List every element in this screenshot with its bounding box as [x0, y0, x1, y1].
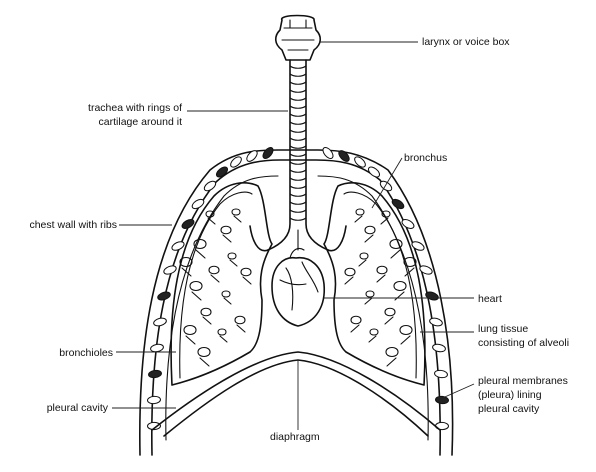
trachea	[268, 60, 328, 250]
rib	[261, 146, 275, 161]
bronchiole	[377, 266, 387, 282]
label-bronchus: bronchus	[404, 152, 447, 164]
rib	[321, 146, 335, 161]
bronchiole	[241, 268, 251, 284]
rib	[429, 317, 443, 327]
label-heart: heart	[478, 293, 502, 305]
label-bronchioles: bronchioles	[59, 347, 113, 359]
label-chest-wall: chest wall with ribs	[29, 219, 117, 231]
cartilage-ring	[290, 98, 306, 100]
bronchi	[250, 226, 346, 251]
bronchiole	[355, 209, 364, 222]
cartilage-ring	[290, 90, 306, 92]
bronchiole	[365, 291, 374, 304]
cartilage-ring	[290, 186, 306, 188]
cartilage-ring	[290, 74, 306, 76]
rib	[171, 240, 186, 252]
rib	[434, 370, 448, 379]
rib	[425, 291, 440, 302]
chest-wall	[140, 146, 453, 455]
rib	[147, 396, 161, 404]
cartilage-ring	[290, 114, 306, 116]
right-lung	[324, 183, 425, 385]
cartilage-ring	[290, 138, 306, 140]
bronchiole	[221, 226, 231, 242]
label-larynx: larynx or voice box	[422, 36, 510, 48]
bronchiole	[386, 348, 398, 367]
bronchiole	[365, 226, 375, 242]
diaphragm-shape	[152, 352, 440, 436]
bronchiole	[228, 253, 237, 266]
bronchiole	[190, 282, 202, 301]
bronchiole	[351, 316, 361, 332]
label-trachea-line1: trachea with rings of	[88, 102, 182, 114]
bronchiole	[198, 348, 210, 367]
bronchiole	[232, 209, 241, 222]
cartilage-ring	[290, 210, 306, 212]
cartilage-ring	[290, 178, 306, 180]
cartilage-ring	[290, 146, 306, 148]
leader-lines	[112, 42, 474, 430]
label-pleural-membranes-line2: (pleura) lining	[478, 389, 542, 401]
ribs-right	[321, 146, 449, 430]
label-lung-tissue-line2: consisting of alveoli	[478, 337, 569, 349]
label-pleural-cavity: pleural cavity	[47, 402, 109, 414]
cartilage-ring	[290, 202, 306, 204]
rib	[367, 165, 382, 179]
label-lung-tissue-line1: lung tissue	[478, 323, 528, 335]
larynx	[276, 16, 321, 61]
bronchiole	[235, 316, 245, 332]
bronchiole	[184, 326, 196, 345]
cartilage-ring	[290, 82, 306, 84]
bronchiole	[359, 253, 368, 266]
heart	[272, 248, 324, 326]
cartilage-ring	[290, 170, 306, 172]
label-pleural-membranes-line3: pleural cavity	[478, 403, 540, 415]
left-lung	[171, 183, 272, 385]
cartilage-ring	[290, 154, 306, 156]
rib	[157, 291, 172, 302]
rib	[150, 343, 164, 353]
labels: larynx or voice box trachea with rings o…	[29, 36, 569, 443]
rib	[432, 343, 446, 353]
cartilage-ring	[290, 122, 306, 124]
bronchiole	[209, 266, 219, 282]
cartilage-ring	[290, 130, 306, 132]
label-pleural-membranes-line1: pleural membranes	[478, 375, 568, 387]
cartilage-ring	[290, 162, 306, 164]
bronchiole	[345, 268, 355, 284]
bronchiole	[201, 308, 211, 324]
cartilage-ring	[290, 218, 306, 220]
rib	[148, 370, 162, 379]
bronchiole	[222, 291, 231, 304]
bronchiole	[218, 329, 227, 342]
rib	[163, 264, 178, 276]
bronchiole	[385, 308, 395, 324]
rib	[153, 317, 167, 327]
label-diaphragm: diaphragm	[270, 431, 320, 443]
bronchiole	[400, 326, 412, 345]
bronchiole	[369, 329, 378, 342]
label-trachea-line2: cartilage around it	[99, 116, 183, 128]
rib	[435, 396, 449, 404]
cartilage-ring	[290, 106, 306, 108]
cartilage-ring	[290, 194, 306, 196]
rib	[419, 264, 434, 276]
cartilage-ring	[290, 66, 306, 68]
bronchiole	[394, 282, 406, 301]
